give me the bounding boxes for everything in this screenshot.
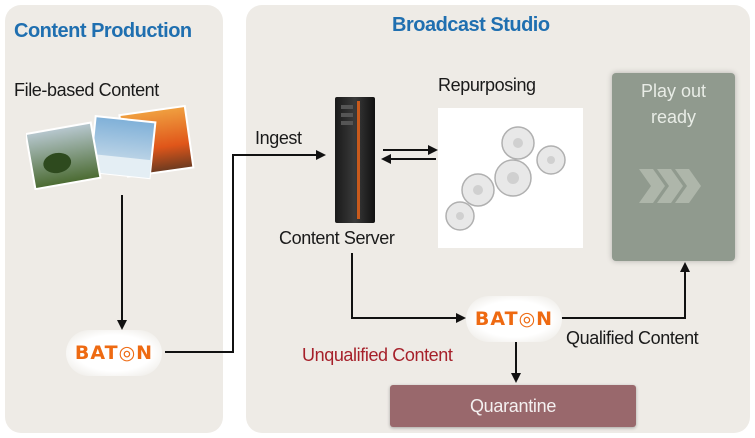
playout-line2: ready (650, 107, 697, 127)
baton-logo-text: BAT◎N (474, 308, 554, 330)
arrow-server-to-baton (351, 253, 466, 323)
arrow-baton-to-ingest (165, 150, 326, 353)
photos-icon (26, 105, 195, 190)
gears-icon (438, 108, 583, 248)
unqualified-content-label: Unqualified Content (302, 345, 453, 365)
repurposing-label: Repurposing (438, 75, 536, 95)
qualified-content-label: Qualified Content (566, 328, 699, 348)
chevrons-icon (639, 169, 701, 203)
server-rack-icon (335, 97, 375, 223)
ingest-label: Ingest (255, 128, 302, 148)
baton-logo-text: BAT◎N (74, 342, 154, 364)
content-server-label: Content Server (279, 228, 395, 248)
quarantine-box: Quarantine (390, 385, 636, 427)
quarantine-label: Quarantine (469, 395, 557, 416)
content-production-title: Content Production (14, 20, 192, 42)
playout-ready-box: Play out ready (612, 73, 735, 261)
baton-badge-center: BAT◎N (466, 296, 562, 342)
file-based-content-label: File-based Content (14, 80, 159, 100)
broadcast-studio-title: Broadcast Studio (392, 14, 550, 36)
playout-line1: Play out (640, 81, 707, 101)
baton-badge-left: BAT◎N (66, 330, 162, 376)
arrow-baton-to-playout (560, 262, 690, 319)
